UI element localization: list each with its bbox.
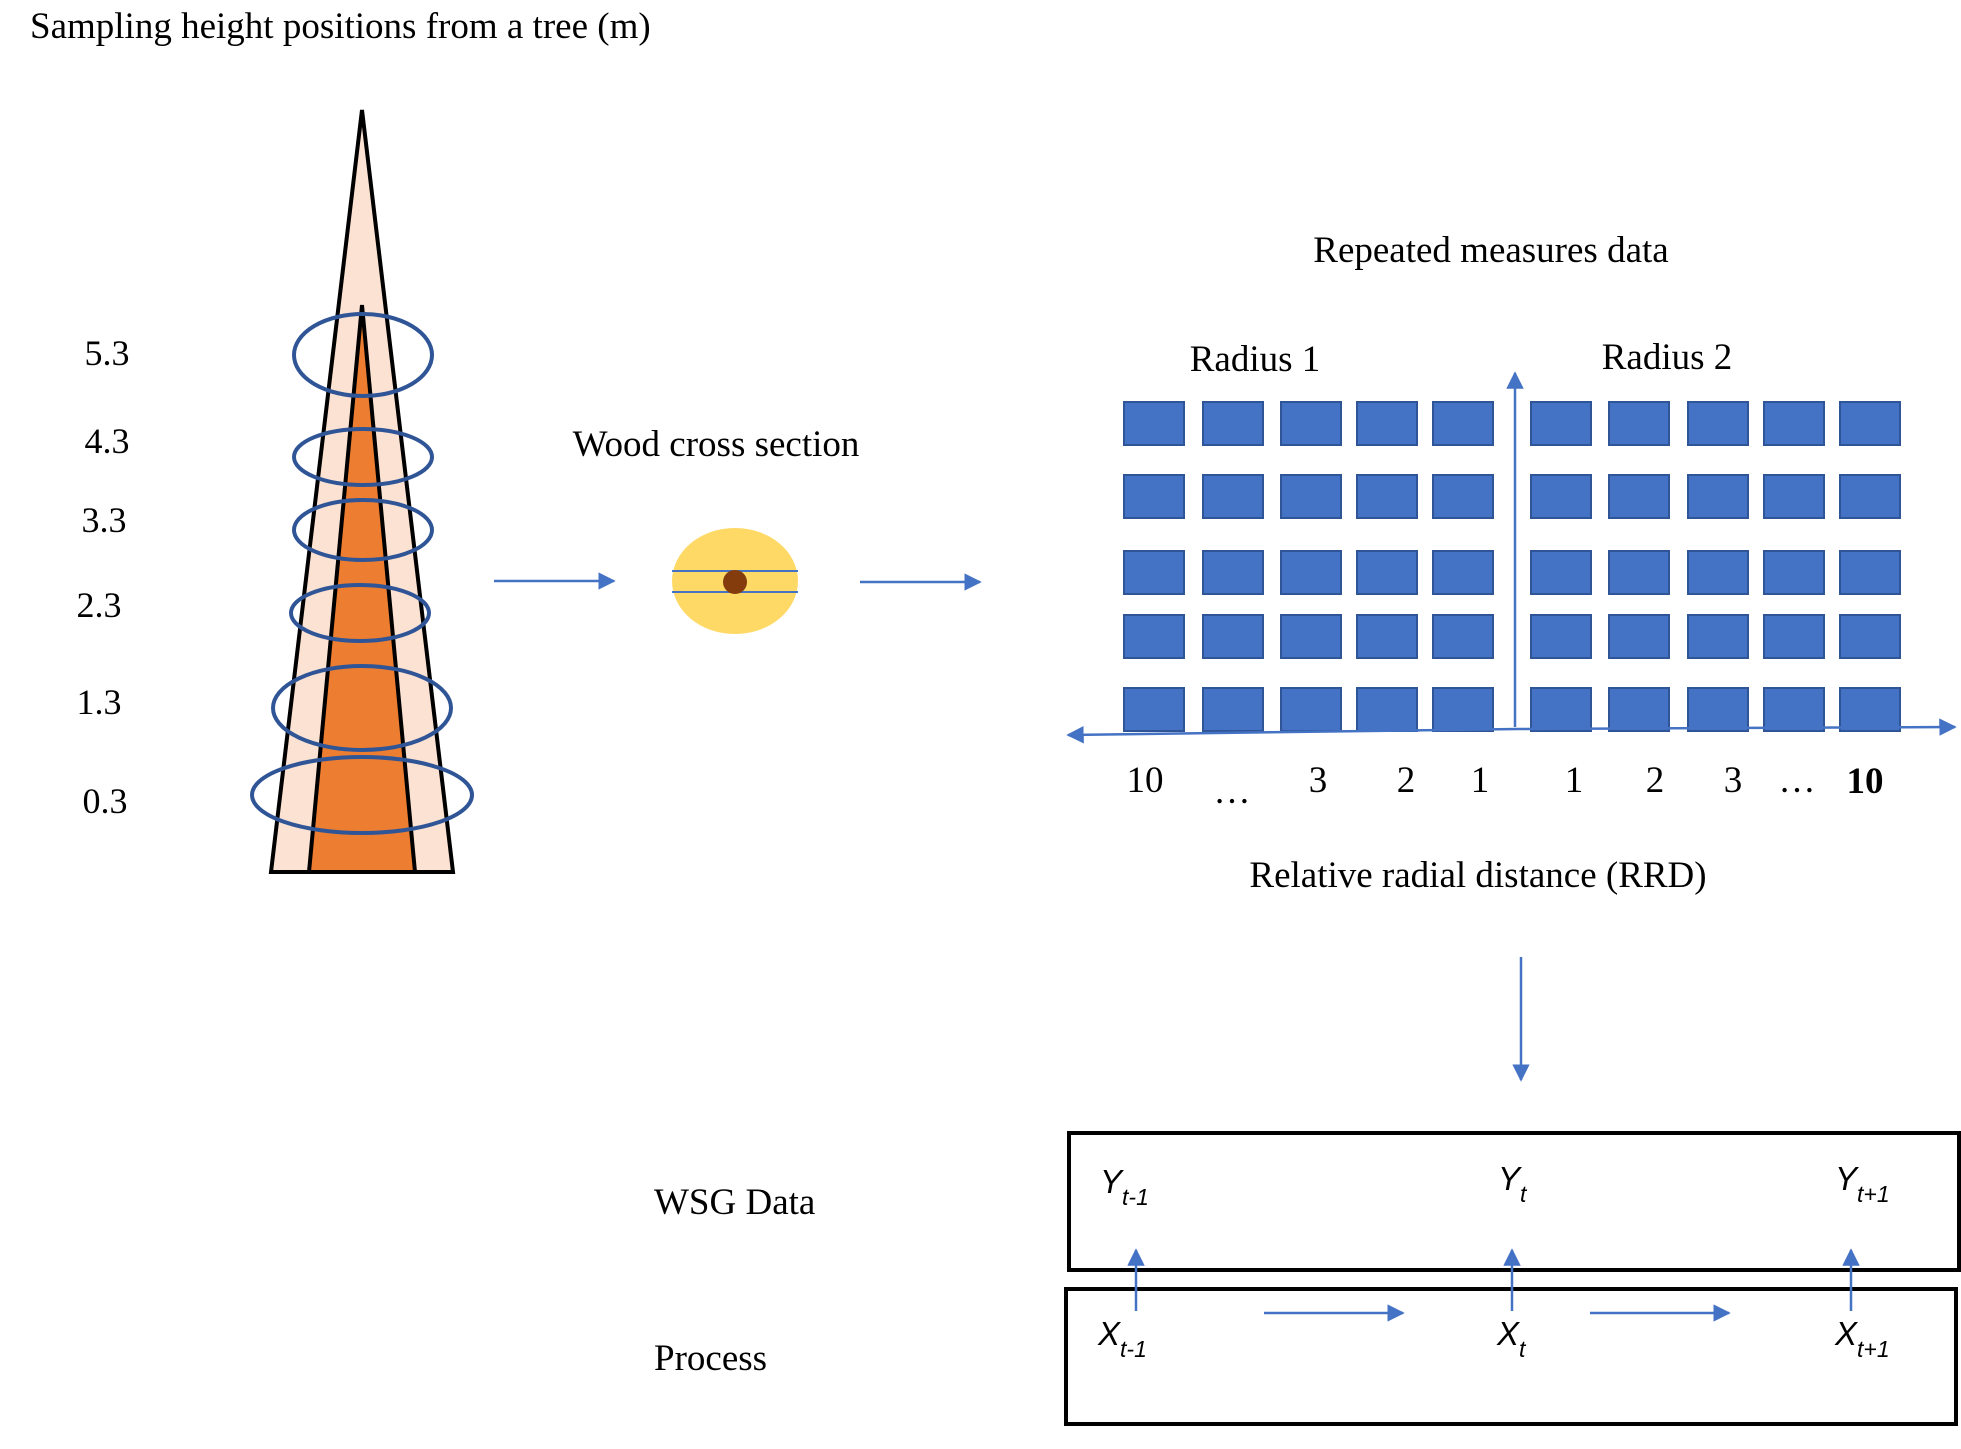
grid-cell (1356, 401, 1418, 446)
grid-cell (1839, 687, 1901, 732)
grid-cell (1687, 474, 1749, 519)
height-label: 0.3 (83, 781, 128, 821)
grid-cell (1530, 401, 1592, 446)
grid-cell (1432, 614, 1494, 659)
rrd-axis-right (1516, 718, 1957, 736)
grid-cell (1530, 614, 1592, 659)
grid-cell (1763, 401, 1825, 446)
grid-cell (1608, 474, 1670, 519)
grid-cell (1839, 474, 1901, 519)
sampling-ring-4-3 (292, 427, 434, 487)
rrd-tick-label: 3 (1309, 760, 1328, 801)
grid-cell (1123, 550, 1185, 595)
radius-1-label: Radius 1 (1190, 339, 1321, 380)
grid-cell (1608, 687, 1670, 732)
grid-cell (1123, 687, 1185, 732)
grid-cell (1432, 401, 1494, 446)
observation-y-t: Yt (1498, 1160, 1528, 1207)
grid-cell (1839, 401, 1901, 446)
grid-cell (1608, 401, 1670, 446)
rrd-tick-label: 2 (1397, 760, 1416, 801)
grid-cell (1763, 687, 1825, 732)
rrd-tick-label: … (1779, 760, 1816, 801)
cross-section-label: Wood cross section (573, 424, 860, 465)
observation-y-t-minus-1: Yt-1 (1100, 1163, 1149, 1210)
height-label: 4.3 (85, 421, 130, 461)
wood-cross-section (672, 528, 798, 634)
grid-cell (1356, 614, 1418, 659)
grid-cell (1202, 401, 1264, 446)
measurement-grid (1123, 401, 1901, 732)
grid-cell (1356, 474, 1418, 519)
rrd-tick-label: 10 (1847, 761, 1884, 802)
grid-cell (1763, 614, 1825, 659)
process-label: Process (654, 1338, 767, 1379)
observation-y-t-plus-1: Yt+1 (1835, 1160, 1890, 1207)
grid-cell (1763, 474, 1825, 519)
height-label: 3.3 (82, 500, 127, 540)
rrd-tick-labels: 10 … 3 2 1 1 2 3 … 10 (1127, 760, 1884, 812)
radius-2-label: Radius 2 (1602, 337, 1733, 378)
grid-cell (1687, 614, 1749, 659)
wsg-data-label: WSG Data (654, 1182, 815, 1223)
rrd-tick-label: 3 (1724, 760, 1743, 801)
sampling-ring-2-3 (289, 583, 431, 643)
state-x-t-minus-1: Xt-1 (1097, 1315, 1147, 1362)
grid-cell (1123, 614, 1185, 659)
grid-cell (1280, 550, 1342, 595)
grid-cell (1202, 687, 1264, 732)
sampling-ring-3-3 (292, 498, 434, 562)
height-label: 5.3 (85, 333, 130, 373)
grid-cell (1687, 401, 1749, 446)
grid-cell (1356, 550, 1418, 595)
rrd-tick-label: … (1214, 771, 1251, 812)
grid-cell (1608, 550, 1670, 595)
grid-cell (1202, 550, 1264, 595)
grid-cell (1123, 401, 1185, 446)
grid-cell (1432, 474, 1494, 519)
grid-cell (1763, 550, 1825, 595)
grid-cell (1280, 401, 1342, 446)
grid-cell (1280, 614, 1342, 659)
grid-cell (1280, 474, 1342, 519)
wsg-data-box (1067, 1131, 1961, 1272)
pith-dot (723, 570, 747, 594)
rrd-tick-label: 1 (1471, 760, 1490, 801)
grid-cell (1530, 550, 1592, 595)
grid-cell (1530, 687, 1592, 732)
grid-cell (1530, 474, 1592, 519)
height-label: 1.3 (77, 682, 122, 722)
height-label: 2.3 (77, 585, 122, 625)
grid-cell (1839, 550, 1901, 595)
grid-cell (1202, 614, 1264, 659)
grid-cell (1687, 687, 1749, 732)
grid-cell (1202, 474, 1264, 519)
rrd-tick-label: 10 (1127, 760, 1164, 801)
repeated-measures-title: Repeated measures data (1313, 230, 1668, 271)
grid-cell (1608, 614, 1670, 659)
sampling-ring-0-3 (250, 755, 474, 835)
diagram-title: Sampling height positions from a tree (m… (30, 6, 651, 47)
rrd-tick-label: 1 (1565, 760, 1584, 801)
grid-cell (1839, 614, 1901, 659)
grid-cell (1687, 550, 1749, 595)
grid-cell (1432, 687, 1494, 732)
rrd-tick-label: 2 (1646, 760, 1665, 801)
sampling-ring-1-3 (271, 664, 453, 752)
state-x-t-plus-1: Xt+1 (1834, 1315, 1890, 1362)
grid-cell (1356, 687, 1418, 732)
sampling-ring-5-3 (292, 312, 434, 398)
state-x-t: Xt (1496, 1315, 1527, 1362)
grid-cell (1280, 687, 1342, 732)
grid-cell (1123, 474, 1185, 519)
height-labels: 5.3 4.3 3.3 2.3 1.3 0.3 (77, 333, 130, 821)
tree-illustration (250, 109, 474, 874)
grid-cell (1432, 550, 1494, 595)
rrd-axis-left (1066, 726, 1518, 744)
rrd-axis-label: Relative radial distance (RRD) (1249, 855, 1706, 896)
